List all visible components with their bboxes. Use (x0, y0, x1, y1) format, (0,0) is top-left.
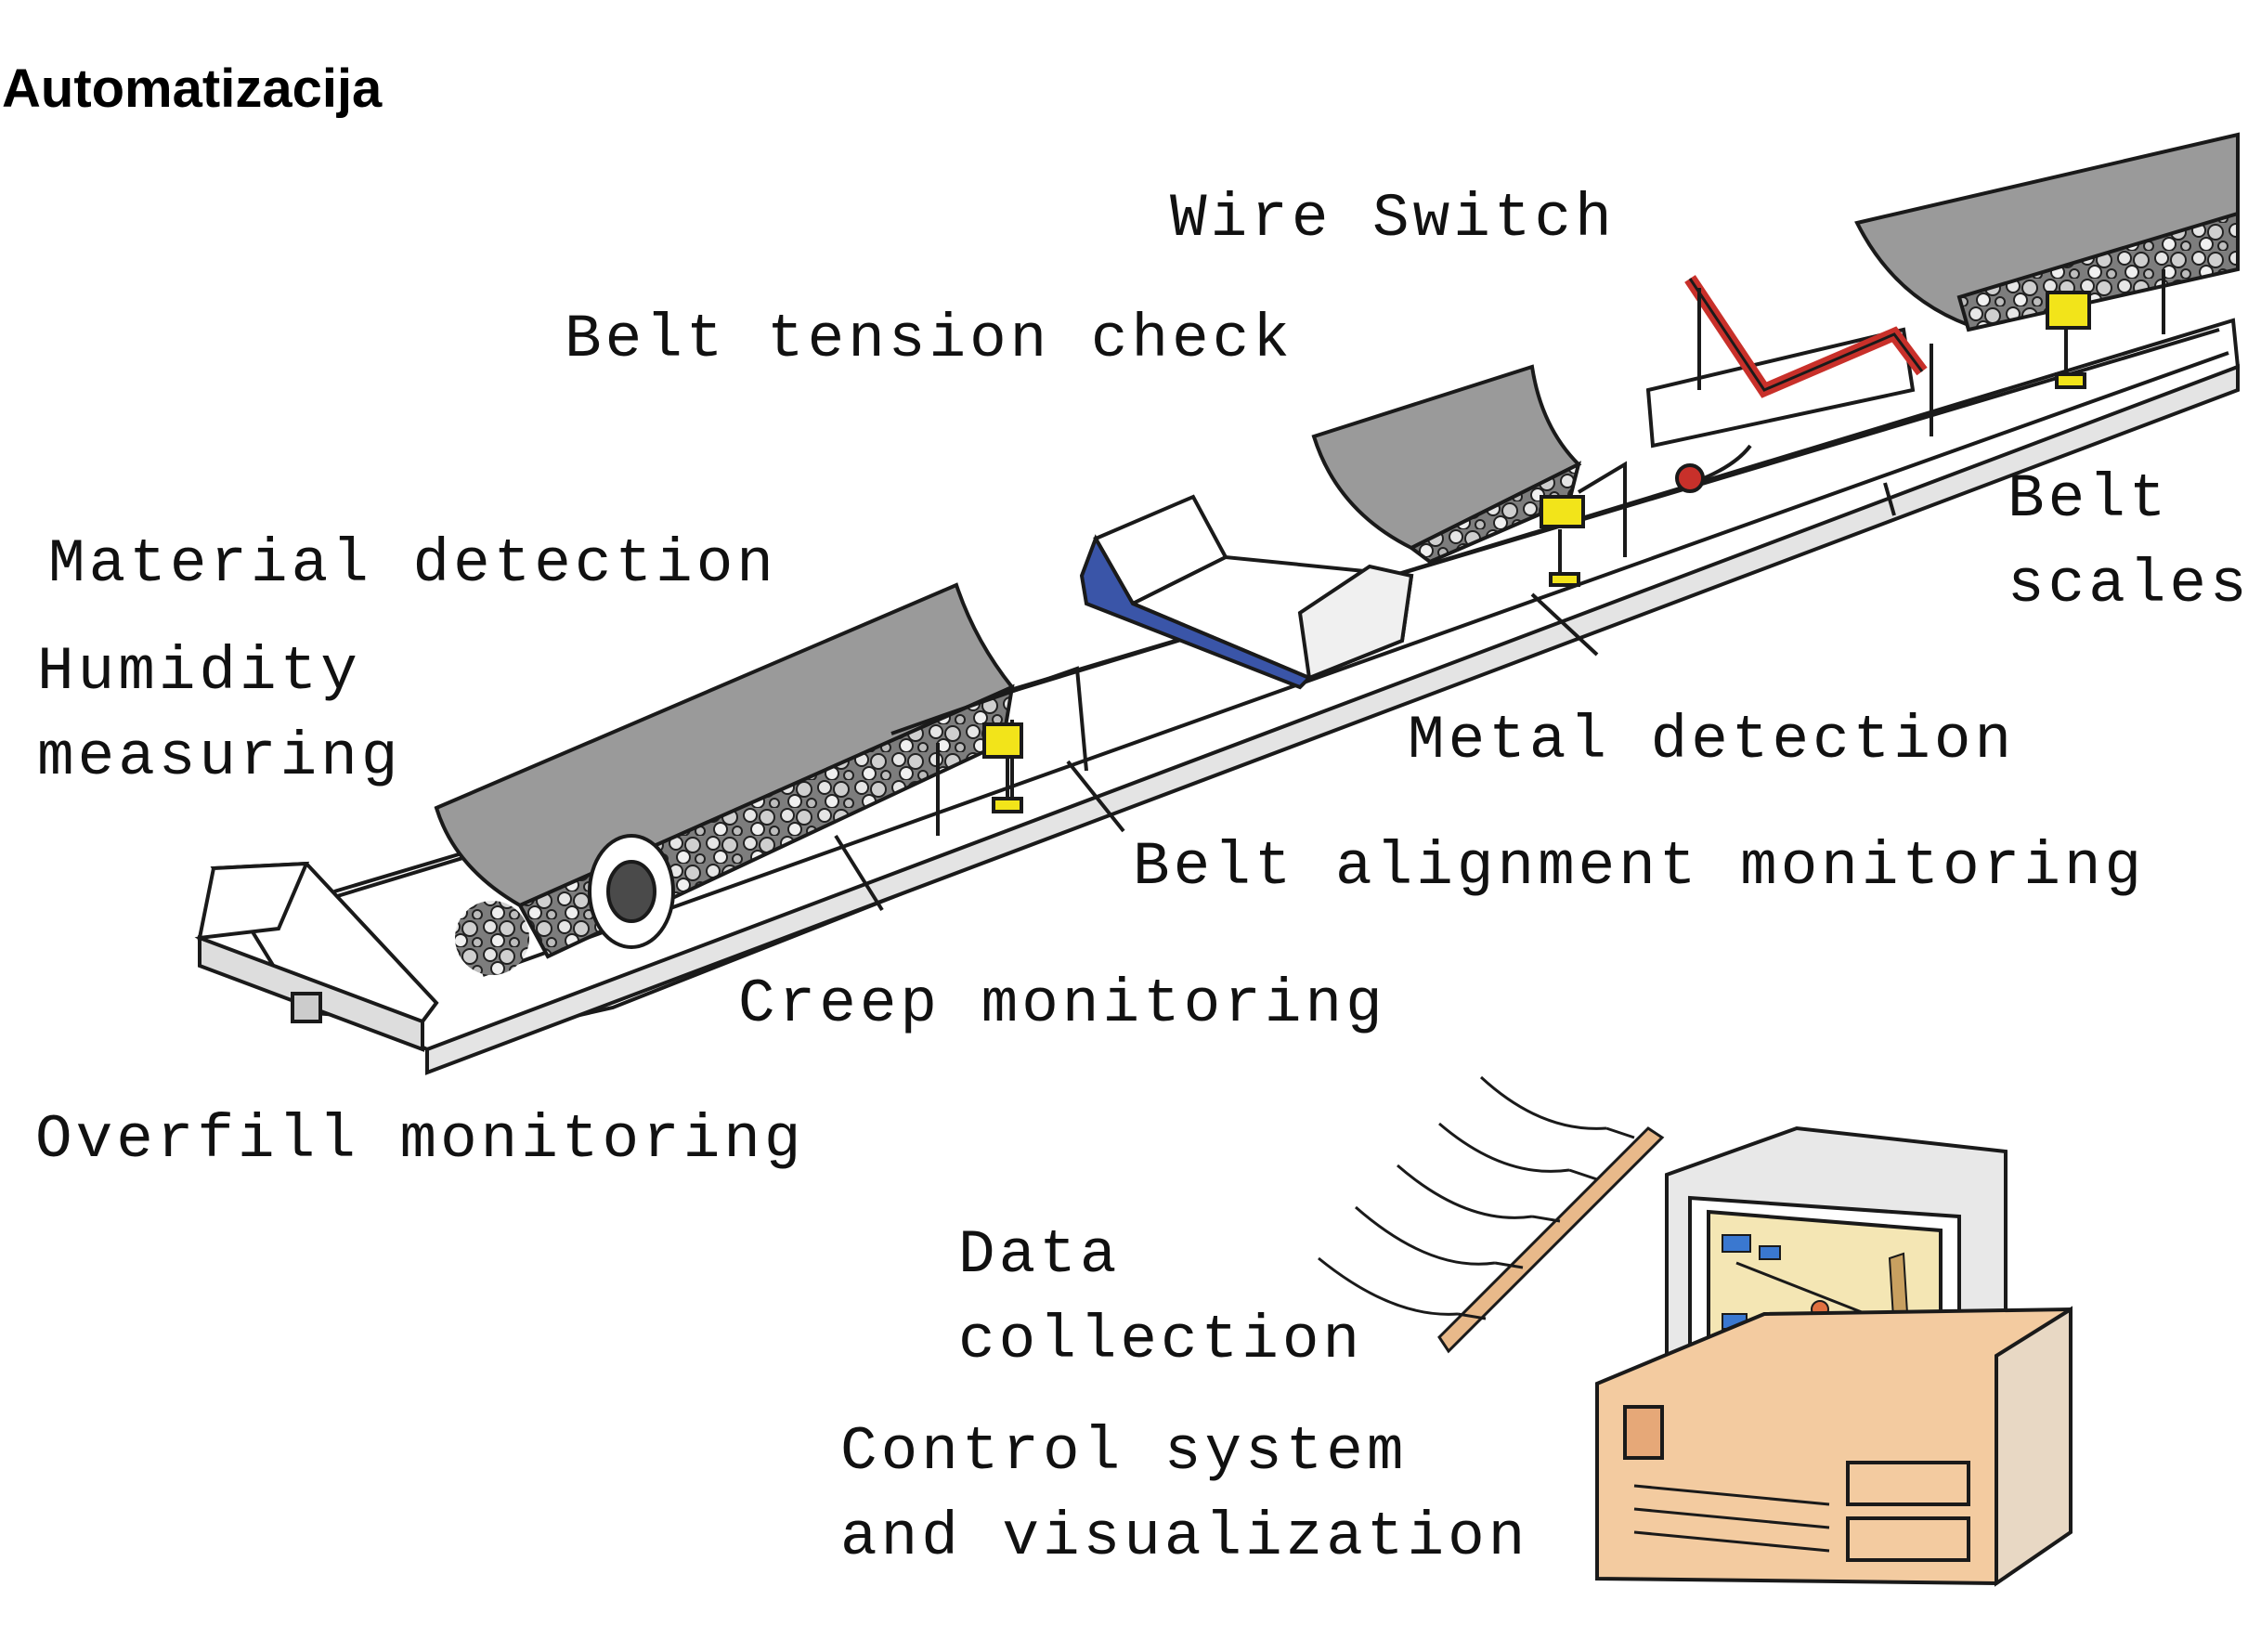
label-wire-switch: Wire Switch (1170, 184, 1616, 254)
page-title: Automatizacija (2, 59, 383, 119)
data-collection-cables (1318, 1075, 1665, 1354)
label-metal-detection: Metal detection (1408, 706, 2016, 775)
label-belt-alignment-monitoring: Belt alignment monitoring (1133, 832, 2146, 902)
idler-sensor-1 (890, 666, 1088, 836)
belt-section-3 (1854, 132, 2240, 389)
label-material-detection: Material detection (48, 529, 777, 599)
label-belt-scales: Belt scales (2008, 464, 2251, 619)
belt-section-2 (1311, 364, 1627, 587)
feed-chute (197, 861, 439, 1052)
label-humidity-measuring: Humidity measuring (37, 637, 402, 792)
belt-tension-device (1645, 275, 1933, 493)
label-control-system: Control system and visualization (840, 1417, 1529, 1572)
metal-detector (1079, 494, 1414, 690)
label-data-collection: Data collection (958, 1220, 1364, 1375)
label-belt-tension-check: Belt tension check (565, 305, 1293, 374)
label-creep-monitoring: Creep monitoring (738, 969, 1386, 1039)
label-overfill-monitoring: Overfill monitoring (35, 1105, 805, 1175)
computer-case (1595, 1306, 2073, 1587)
